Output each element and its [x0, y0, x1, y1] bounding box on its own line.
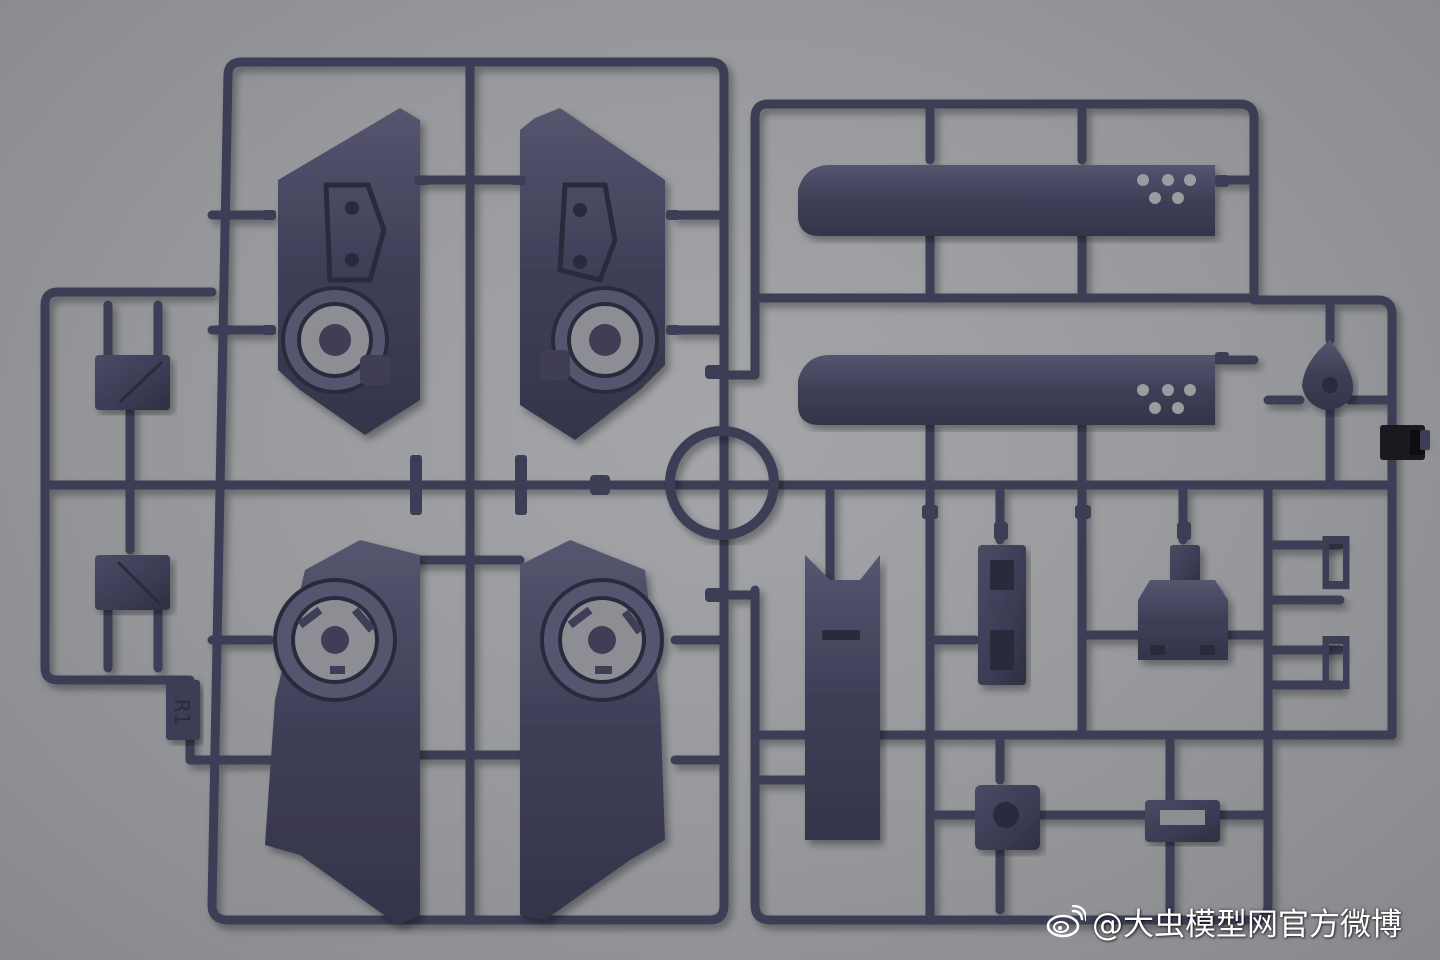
saddle-part: [1138, 545, 1228, 660]
right-frame-top: [750, 99, 773, 380]
gate-nubs: [262, 175, 1430, 602]
armor-part-upper-left: [278, 108, 420, 435]
slot-block-part: [1145, 800, 1220, 842]
sprue-frame: [40, 57, 1425, 925]
bracket-part: [978, 545, 1026, 685]
tall-panel-part: [805, 555, 880, 840]
runner-tag-label: R1: [170, 699, 194, 726]
far-left-frame: [40, 287, 217, 765]
armor-part-lower-right: [520, 540, 665, 920]
teardrop-part: [1302, 340, 1354, 410]
black-clip: [1380, 425, 1425, 460]
ring-block-part: [975, 785, 1040, 850]
armor-part-lower-left: [265, 540, 420, 925]
long-part-upper: [798, 165, 1215, 236]
center-ring: [665, 426, 779, 540]
armor-part-upper-right: [520, 108, 665, 440]
small-block-upper: [95, 355, 170, 410]
small-frame-upper: [1321, 536, 1351, 589]
long-part-lower: [798, 355, 1215, 425]
runner-tag: R1: [166, 680, 200, 740]
small-block-lower: [95, 555, 170, 610]
small-frame-lower: [1321, 636, 1351, 689]
left-frame: [207, 57, 729, 925]
